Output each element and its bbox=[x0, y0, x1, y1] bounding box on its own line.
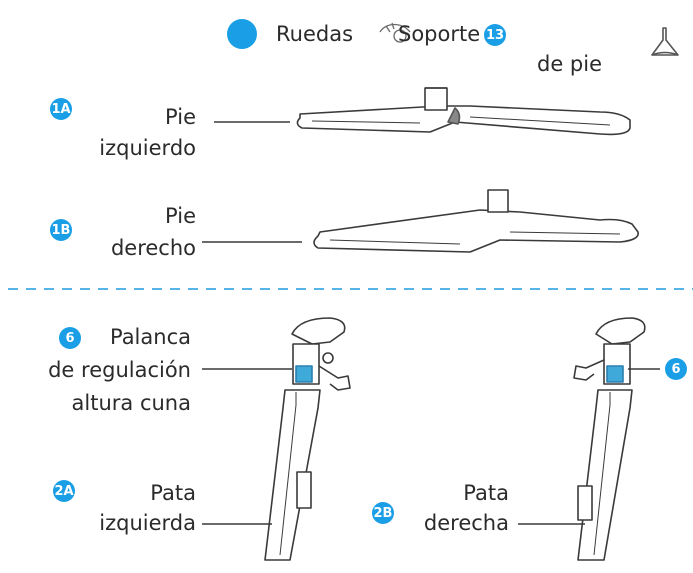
support-badge: 13 bbox=[484, 24, 506, 46]
left-foot-label-1: Pie bbox=[165, 105, 196, 129]
wheels-label: Ruedas bbox=[276, 22, 354, 46]
lever-label-2: de regulación bbox=[48, 358, 191, 382]
part-badge-2a: 2A bbox=[53, 480, 75, 502]
left-foot-drawing bbox=[296, 87, 631, 136]
part-badge-2b: 2B bbox=[372, 502, 394, 524]
part-badge-1b: 1B bbox=[50, 219, 72, 241]
wheel-icon bbox=[379, 22, 411, 43]
right-foot-drawing bbox=[313, 189, 639, 253]
support-label: Soporte bbox=[398, 22, 481, 46]
stand-icon bbox=[651, 27, 679, 56]
right-foot-label-1: Pie bbox=[165, 204, 196, 228]
support-label-line2: de pie bbox=[537, 52, 603, 76]
left-foot-label-2: izquierdo bbox=[99, 136, 196, 160]
left-leg-label-2: izquierda bbox=[99, 511, 196, 535]
part-badge-6-right: 6 bbox=[665, 358, 687, 380]
lever-label-1: Palanca bbox=[109, 325, 191, 349]
part-badge-6: 6 bbox=[59, 327, 81, 349]
right-foot-label-2: derecho bbox=[110, 236, 196, 260]
wheel-dot-icon bbox=[227, 19, 257, 49]
part-badge-1a: 1A bbox=[50, 98, 72, 120]
left-leg-drawing bbox=[264, 317, 351, 561]
left-leg-label-1: Pata bbox=[150, 481, 196, 505]
right-leg-label-2: derecha bbox=[423, 511, 509, 535]
right-leg-label-1: Pata bbox=[463, 481, 509, 505]
lever-label-3: altura cuna bbox=[71, 391, 191, 415]
right-leg-drawing bbox=[573, 317, 646, 561]
